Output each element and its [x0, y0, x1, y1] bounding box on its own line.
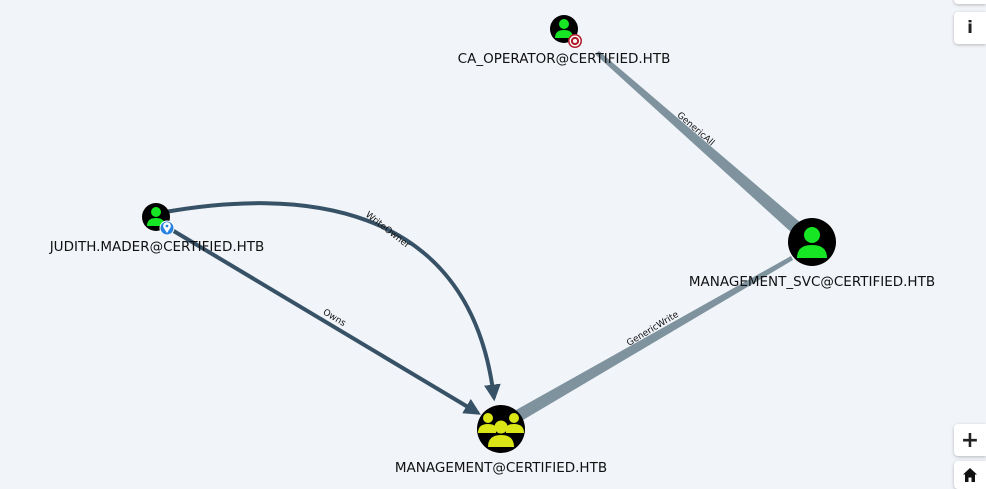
node-label-management-svc: MANAGEMENT_SVC@CERTIFIED.HTB [689, 274, 935, 290]
info-button[interactable]: i [954, 12, 986, 44]
home-button[interactable] [954, 461, 986, 489]
node-label-management: MANAGEMENT@CERTIFIED.HTB [395, 460, 607, 476]
node-management-svc[interactable]: MANAGEMENT_SVC@CERTIFIED.HTB [689, 218, 935, 290]
info-icon: i [967, 18, 973, 38]
node-label-ca-operator: CA_OPERATOR@CERTIFIED.HTB [458, 51, 671, 67]
edge-label-write-owner: WriteOwner [363, 210, 411, 251]
toolbar-button-partial[interactable] [954, 0, 986, 4]
user-icon [147, 207, 165, 226]
zoom-in-button[interactable]: + [954, 424, 986, 456]
target-icon [568, 34, 582, 48]
plus-icon: + [960, 427, 980, 453]
home-icon [963, 468, 977, 482]
group-icon [478, 413, 524, 447]
node-judith-mader[interactable]: JUDITH.MADER@CERTIFIED.HTB [49, 203, 265, 255]
edge-generic-all[interactable]: GenericAll [595, 51, 802, 233]
owned-pin-icon [159, 220, 175, 236]
user-icon [797, 227, 827, 258]
edge-write-owner[interactable]: WriteOwner [164, 201, 501, 402]
node-management[interactable]: MANAGEMENT@CERTIFIED.HTB [395, 405, 607, 476]
user-icon [555, 19, 573, 38]
node-label-judith-mader: JUDITH.MADER@CERTIFIED.HTB [49, 239, 265, 255]
node-ca-operator[interactable]: CA_OPERATOR@CERTIFIED.HTB [458, 15, 671, 67]
